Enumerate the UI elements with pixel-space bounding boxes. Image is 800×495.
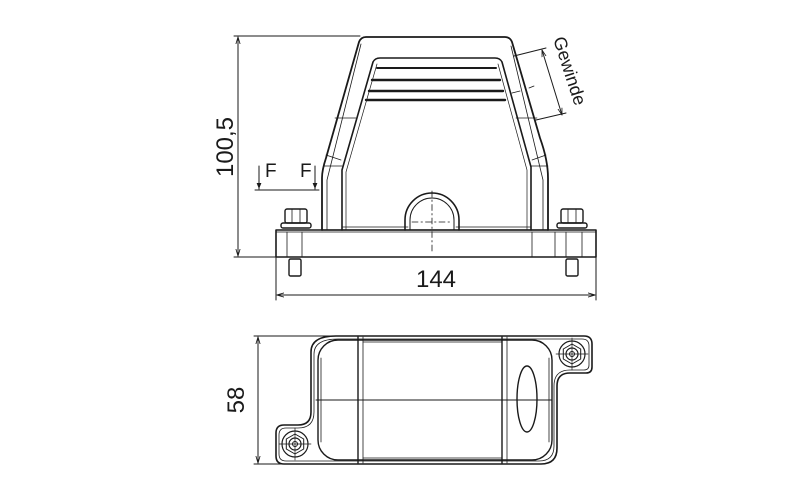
- top-view: [253, 335, 593, 465]
- top-right-bolt: [555, 337, 589, 371]
- right-bolt: [556, 208, 588, 277]
- thread-dimension: [511, 47, 567, 121]
- flange-outline: [275, 335, 593, 465]
- cable-entry-ellipse: [516, 365, 538, 433]
- front-view: [233, 35, 597, 301]
- base-plate: [275, 229, 597, 258]
- thread-label: Gewinde: [549, 34, 590, 108]
- height-dimension: [233, 35, 361, 258]
- cable-entry-arch: [404, 190, 460, 253]
- force-label-left: F: [265, 161, 277, 182]
- left-bolt: [280, 208, 312, 277]
- depth-dimension-label: 58: [223, 387, 250, 414]
- width-dimension: [275, 255, 597, 301]
- hood-shell: [321, 36, 549, 231]
- height-dimension-label: 100,5: [212, 117, 239, 177]
- force-label-right: F: [300, 161, 312, 182]
- bottom-left-bolt: [278, 427, 312, 461]
- width-dimension-label: 144: [416, 266, 456, 293]
- force-indicators: [254, 165, 320, 191]
